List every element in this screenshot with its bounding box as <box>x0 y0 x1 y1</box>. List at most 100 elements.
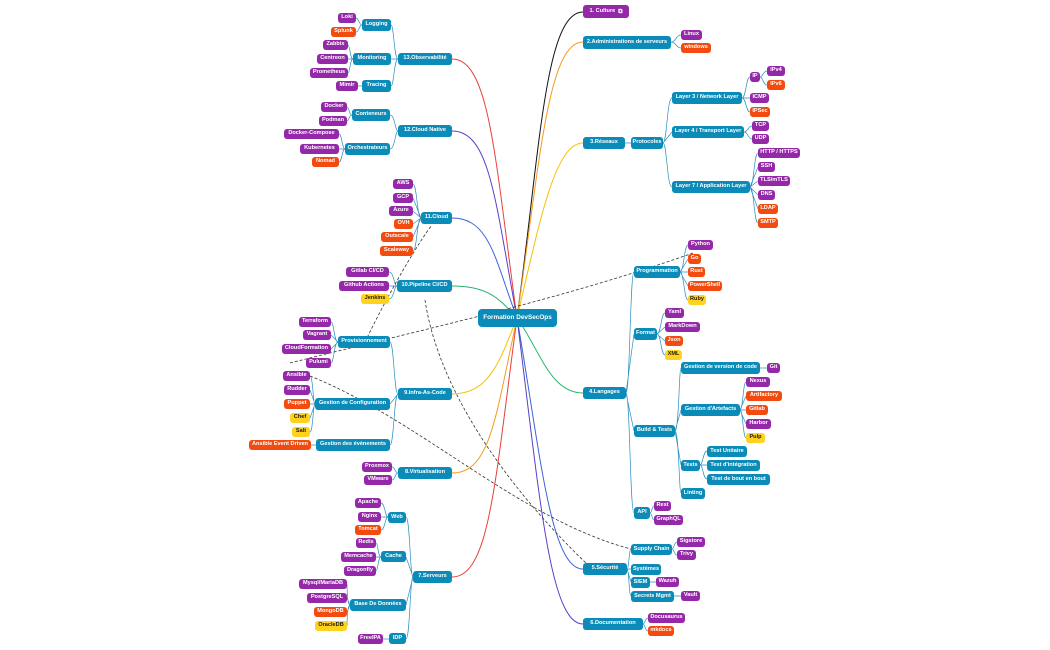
node-apache[interactable]: Apache <box>355 498 381 508</box>
node-kubernetes[interactable]: Kubernetes <box>300 144 339 154</box>
node-protocoles[interactable]: Protocoles <box>631 137 663 149</box>
section-observabilite[interactable]: 13.Observabilité <box>398 53 452 65</box>
node-prometheus[interactable]: Prometheus <box>310 68 348 78</box>
node-mkdocs[interactable]: mkdocs <box>648 626 674 636</box>
node-layer7[interactable]: Layer 7 / Application Layer <box>672 181 750 193</box>
node-tests[interactable]: Tests <box>681 460 700 471</box>
node-outscale[interactable]: Outscale <box>381 232 413 242</box>
section-cloud-native[interactable]: 12.Cloud Native <box>398 125 452 137</box>
node-tcp[interactable]: TCP <box>752 121 769 131</box>
node-monitoring[interactable]: Monitoring <box>353 53 391 65</box>
node-sigstore[interactable]: Sigstore <box>677 537 705 547</box>
node-rust[interactable]: Rust <box>688 267 705 277</box>
node-harbor[interactable]: Harbor <box>746 419 771 429</box>
node-test-integration[interactable]: Test d'intégration <box>707 460 760 471</box>
node-pulumi[interactable]: Pulumi <box>306 358 331 368</box>
node-layer3[interactable]: Layer 3 / Network Layer <box>672 92 742 104</box>
node-docker-compose[interactable]: Docker-Compose <box>284 129 339 139</box>
node-ipv4[interactable]: IPv4 <box>767 66 785 76</box>
section-reseaux[interactable]: 3.Réseaux <box>583 137 625 149</box>
node-vagrant[interactable]: Vagrant <box>303 330 331 340</box>
node-puppet[interactable]: Puppet <box>284 399 310 409</box>
node-nomad[interactable]: Nomad <box>312 157 339 167</box>
node-zabbix[interactable]: Zabbix <box>323 40 348 50</box>
node-azure[interactable]: Azure <box>389 206 413 216</box>
node-mimir[interactable]: Mimir <box>336 81 358 91</box>
node-icmp[interactable]: ICMP <box>750 93 769 103</box>
node-ansible[interactable]: Ansible <box>283 371 310 381</box>
node-test-e2e[interactable]: Test de bout en bout <box>707 474 770 485</box>
section-cicd[interactable]: 10.Pipeline CI/CD <box>397 280 452 292</box>
node-terraform[interactable]: Terraform <box>299 317 331 327</box>
node-chef[interactable]: Chef <box>290 413 310 423</box>
section-iac[interactable]: 9.Infra-As-Code <box>398 388 452 400</box>
node-dns[interactable]: DNS <box>758 190 775 200</box>
node-jenkins[interactable]: Jenkins <box>361 294 389 304</box>
node-tomcat[interactable]: Tomcat <box>355 525 381 535</box>
node-vmware[interactable]: VMware <box>364 475 392 485</box>
node-idp[interactable]: IDP <box>389 633 406 644</box>
node-gestion-configuration[interactable]: Gestion de Configuration <box>315 398 390 410</box>
node-trivy[interactable]: Trivy <box>677 550 696 560</box>
node-conteneurs[interactable]: Conteneurs <box>352 109 390 121</box>
section-langages[interactable]: 4.Langages <box>583 387 626 399</box>
node-github-actions[interactable]: Github Actions <box>339 281 389 291</box>
node-cloudformation[interactable]: CloudFormation <box>282 344 331 354</box>
node-api[interactable]: API <box>634 507 650 519</box>
node-postgresql[interactable]: PostgreSQL <box>307 593 347 603</box>
node-udp[interactable]: UDP <box>752 134 769 144</box>
node-smtp[interactable]: SMTP <box>758 218 778 228</box>
node-http[interactable]: HTTP / HTTPS <box>758 148 800 158</box>
node-wazuh[interactable]: Wazuh <box>656 577 679 587</box>
section-serveurs[interactable]: 7.Serveurs <box>413 571 452 583</box>
node-docusaurus[interactable]: Docusaurus <box>648 613 685 623</box>
node-systemes[interactable]: Systèmes <box>631 564 661 575</box>
node-proxmox[interactable]: Proxmox <box>362 462 392 472</box>
node-rudder[interactable]: Rudder <box>284 385 310 395</box>
node-programmation[interactable]: Programmation <box>634 266 680 278</box>
node-xml[interactable]: XML <box>665 350 682 360</box>
node-splunk[interactable]: Splunk <box>331 27 356 37</box>
node-centreon[interactable]: Centreon <box>317 54 348 64</box>
node-artifactory[interactable]: Artifactory <box>746 391 782 401</box>
node-vcs[interactable]: Gestion de version de code <box>681 362 760 374</box>
node-memcache[interactable]: Memcache <box>341 552 376 562</box>
node-loki[interactable]: Loki <box>338 13 356 23</box>
node-gestion-evenements[interactable]: Gestion des évènements <box>316 439 390 451</box>
node-provisionnement[interactable]: Provisionnement <box>338 336 390 348</box>
node-base-de-donnees[interactable]: Base De Données <box>350 599 406 611</box>
node-go[interactable]: Go <box>688 254 701 264</box>
node-ipv6[interactable]: IPv6 <box>767 80 785 90</box>
node-windows[interactable]: windows <box>681 43 711 53</box>
node-linting[interactable]: Linting <box>681 488 705 499</box>
node-layer4[interactable]: Layer 4 / Transport Layer <box>672 126 744 138</box>
node-dragonfly[interactable]: Dragonfly <box>344 566 376 576</box>
node-markdown[interactable]: MarkDown <box>665 322 700 332</box>
node-siem[interactable]: SIEM <box>631 577 650 588</box>
node-test-unitaire[interactable]: Test Unitaire <box>707 446 747 457</box>
node-secrets[interactable]: Secrets Mgmt <box>631 591 674 602</box>
node-salt[interactable]: Salt <box>292 427 310 437</box>
node-tracing[interactable]: Tracing <box>362 80 391 92</box>
section-culture[interactable]: 1. Culture⧉ <box>583 5 629 18</box>
section-documentation[interactable]: 6.Documentation <box>583 618 643 630</box>
node-cache[interactable]: Cache <box>381 551 406 562</box>
node-yaml[interactable]: Yaml <box>665 308 684 318</box>
node-podman[interactable]: Podman <box>319 116 347 126</box>
node-ipsec[interactable]: IPSec <box>750 107 770 117</box>
node-format[interactable]: Format <box>634 328 657 340</box>
node-rest[interactable]: Rest <box>654 501 671 511</box>
node-nexus[interactable]: Nexus <box>746 377 770 387</box>
external-link-icon[interactable]: ⧉ <box>618 8 623 15</box>
node-ansible-event-driven[interactable]: Ansible Event Driven <box>249 440 311 450</box>
node-gitlab[interactable]: Gitlab <box>746 405 768 415</box>
node-ldap[interactable]: LDAP <box>758 204 778 214</box>
node-tls[interactable]: TLS/mTLS <box>758 176 790 186</box>
section-administration[interactable]: 2.Administrations de serveurs <box>583 36 671 49</box>
node-web[interactable]: Web <box>388 512 406 523</box>
section-cloud[interactable]: 11.Cloud <box>421 212 452 224</box>
node-gcp[interactable]: GCP <box>393 193 413 203</box>
node-aws[interactable]: AWS <box>393 179 413 189</box>
node-build-tests[interactable]: Build & Tests <box>634 425 675 437</box>
node-pulp[interactable]: Pulp <box>746 433 765 443</box>
